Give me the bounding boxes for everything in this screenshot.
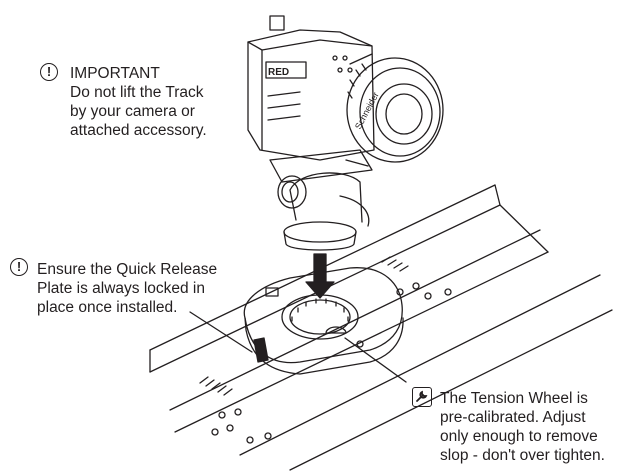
- important-line: Do not lift the Track: [70, 84, 204, 101]
- exclamation-circle-icon: !: [40, 63, 58, 81]
- quick-release-line: Ensure the Quick Release: [37, 261, 218, 278]
- camera-lens: [345, 53, 444, 167]
- camera-head-mount: [269, 149, 373, 251]
- quick-release-note: Ensure the Quick Release Plate is always…: [37, 260, 217, 317]
- quick-release-plate: [243, 267, 404, 375]
- tension-wheel-line: The Tension Wheel is: [440, 390, 588, 407]
- tension-wheel-line: only enough to remove: [440, 428, 598, 445]
- quick-release-line: Plate is always locked in: [37, 280, 205, 297]
- important-note: IMPORTANT Do not lift the Track by your …: [70, 64, 207, 140]
- down-arrow: [305, 253, 335, 299]
- important-title: IMPORTANT: [70, 65, 160, 82]
- camera-body: [247, 15, 375, 161]
- tension-wheel-line: pre-calibrated. Adjust: [440, 409, 586, 426]
- leader-line-quick-release: [189, 311, 253, 353]
- camera-marking: RED: [268, 67, 289, 78]
- wrench-icon: [412, 387, 432, 407]
- important-line: attached accessory.: [70, 122, 207, 139]
- exclamation-circle-icon: !: [10, 258, 28, 276]
- important-line: by your camera or: [70, 103, 195, 120]
- tension-wheel-note: The Tension Wheel is pre-calibrated. Adj…: [440, 389, 605, 465]
- slider-track: [149, 184, 613, 471]
- quick-release-line: place once installed.: [37, 299, 178, 316]
- leader-line-tension-wheel: [344, 337, 407, 383]
- lens-marking: Schneider: [353, 90, 381, 130]
- tension-wheel-line: slop - don't over tighten.: [440, 447, 605, 464]
